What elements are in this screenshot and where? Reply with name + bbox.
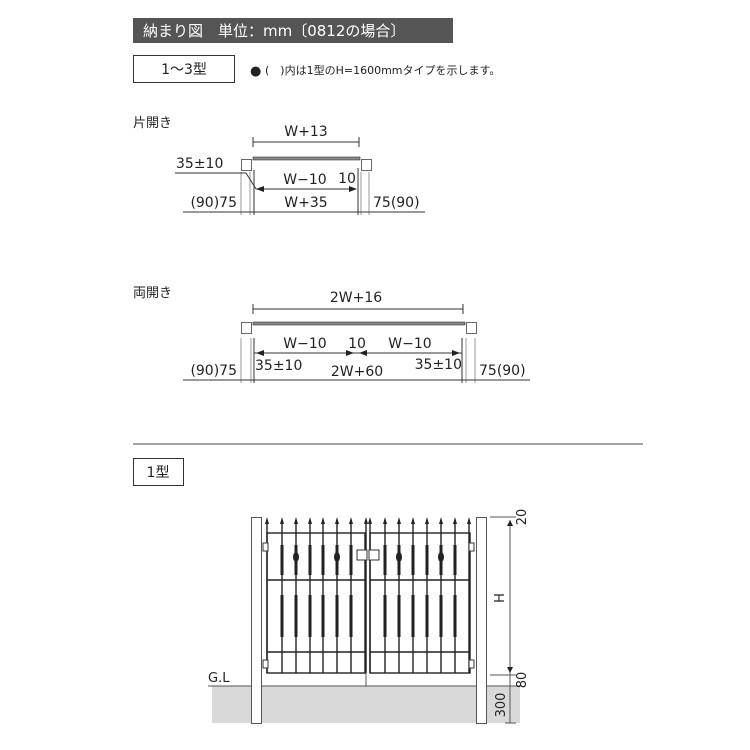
double-post-gap-right: 35±10 — [415, 357, 462, 373]
picket-ornament — [293, 552, 299, 562]
header-bar — [133, 18, 453, 43]
double-gap: 10 — [348, 336, 366, 352]
double-leaf-left: W−10 — [283, 336, 326, 352]
double-swing-plan: 両開き 2W+16 W−10 10 W−10 35±10 2W+60 35±10… — [133, 286, 530, 383]
single-swing-plan: 片開き W+13 35±10 W−10 10 W+35 (90)75 75(90… — [133, 116, 425, 215]
header-title: 納まり図 単位：mm〔0812の場合〕 — [143, 22, 405, 40]
single-leaf-width: W−10 — [283, 172, 326, 188]
ground-fill — [212, 686, 520, 723]
single-post-gap: 35±10 — [176, 156, 223, 172]
gate-elevation: G.L 20 H 80 300 — [208, 509, 530, 724]
hinge-icon — [468, 659, 475, 669]
picket-spear-icon — [294, 517, 298, 524]
double-total: 2W+60 — [331, 364, 383, 380]
picket-spear-icon — [397, 517, 401, 524]
single-total: W+35 — [284, 195, 327, 211]
gate-post-left — [251, 517, 262, 724]
double-leaves — [252, 321, 466, 326]
gate-post-right — [476, 517, 487, 724]
picket-spear-icon — [321, 517, 325, 524]
picket-spear-icon — [368, 517, 372, 524]
double-post-gap-left: 35±10 — [255, 358, 302, 374]
single-right-post: 75(90) — [373, 195, 420, 211]
single-overall: W+13 — [284, 124, 327, 140]
post-right — [466, 322, 477, 334]
picket-spear-icon — [364, 517, 368, 524]
double-title: 両開き — [133, 286, 172, 301]
ground-label: G.L — [208, 671, 230, 686]
post-right — [361, 159, 372, 171]
hinge-icon — [468, 542, 475, 552]
dim-foundation: 300 — [494, 693, 509, 718]
type-label-1-3: 1〜3型 — [161, 62, 207, 78]
latch-right — [368, 549, 380, 561]
picket-spear-icon — [280, 517, 284, 524]
picket-spear-icon — [467, 517, 471, 524]
picket-spear-icon — [335, 517, 339, 524]
double-leaf-right: W−10 — [388, 336, 431, 352]
double-overall: 2W+16 — [330, 290, 382, 306]
picket-spear-icon — [308, 517, 312, 524]
dim-top: 20 — [515, 509, 530, 526]
double-left-post: (90)75 — [190, 363, 237, 379]
hinge-icon — [262, 659, 269, 669]
single-gap: 10 — [338, 171, 356, 187]
post-left — [241, 159, 252, 171]
picket-spear-icon — [439, 517, 443, 524]
post-left — [241, 322, 252, 334]
note-text: ( )内は1型のH=1600mmタイプを示します。 — [265, 63, 500, 77]
dim-height: H — [493, 593, 508, 603]
picket-spear-icon — [265, 517, 269, 524]
single-leaf — [252, 156, 361, 161]
picket-ornament — [438, 552, 444, 562]
picket-spear-icon — [349, 517, 353, 524]
hinge-icon — [262, 542, 269, 552]
picket-spear-icon — [425, 517, 429, 524]
picket-spear-icon — [383, 517, 387, 524]
type-label-1: 1型 — [147, 465, 170, 481]
single-left-post: (90)75 — [190, 195, 237, 211]
picket-spear-icon — [453, 517, 457, 524]
note-bullet: ● — [250, 64, 261, 79]
latch-left — [356, 549, 368, 561]
double-right-post: 75(90) — [479, 363, 526, 379]
type-box-1 — [133, 458, 184, 486]
type-box-1-3 — [133, 55, 235, 83]
single-title: 片開き — [133, 116, 172, 131]
picket-ornament — [334, 552, 340, 562]
picket-ornament — [396, 552, 402, 562]
picket-spear-icon — [411, 517, 415, 524]
dim-bottom: 80 — [515, 672, 530, 689]
